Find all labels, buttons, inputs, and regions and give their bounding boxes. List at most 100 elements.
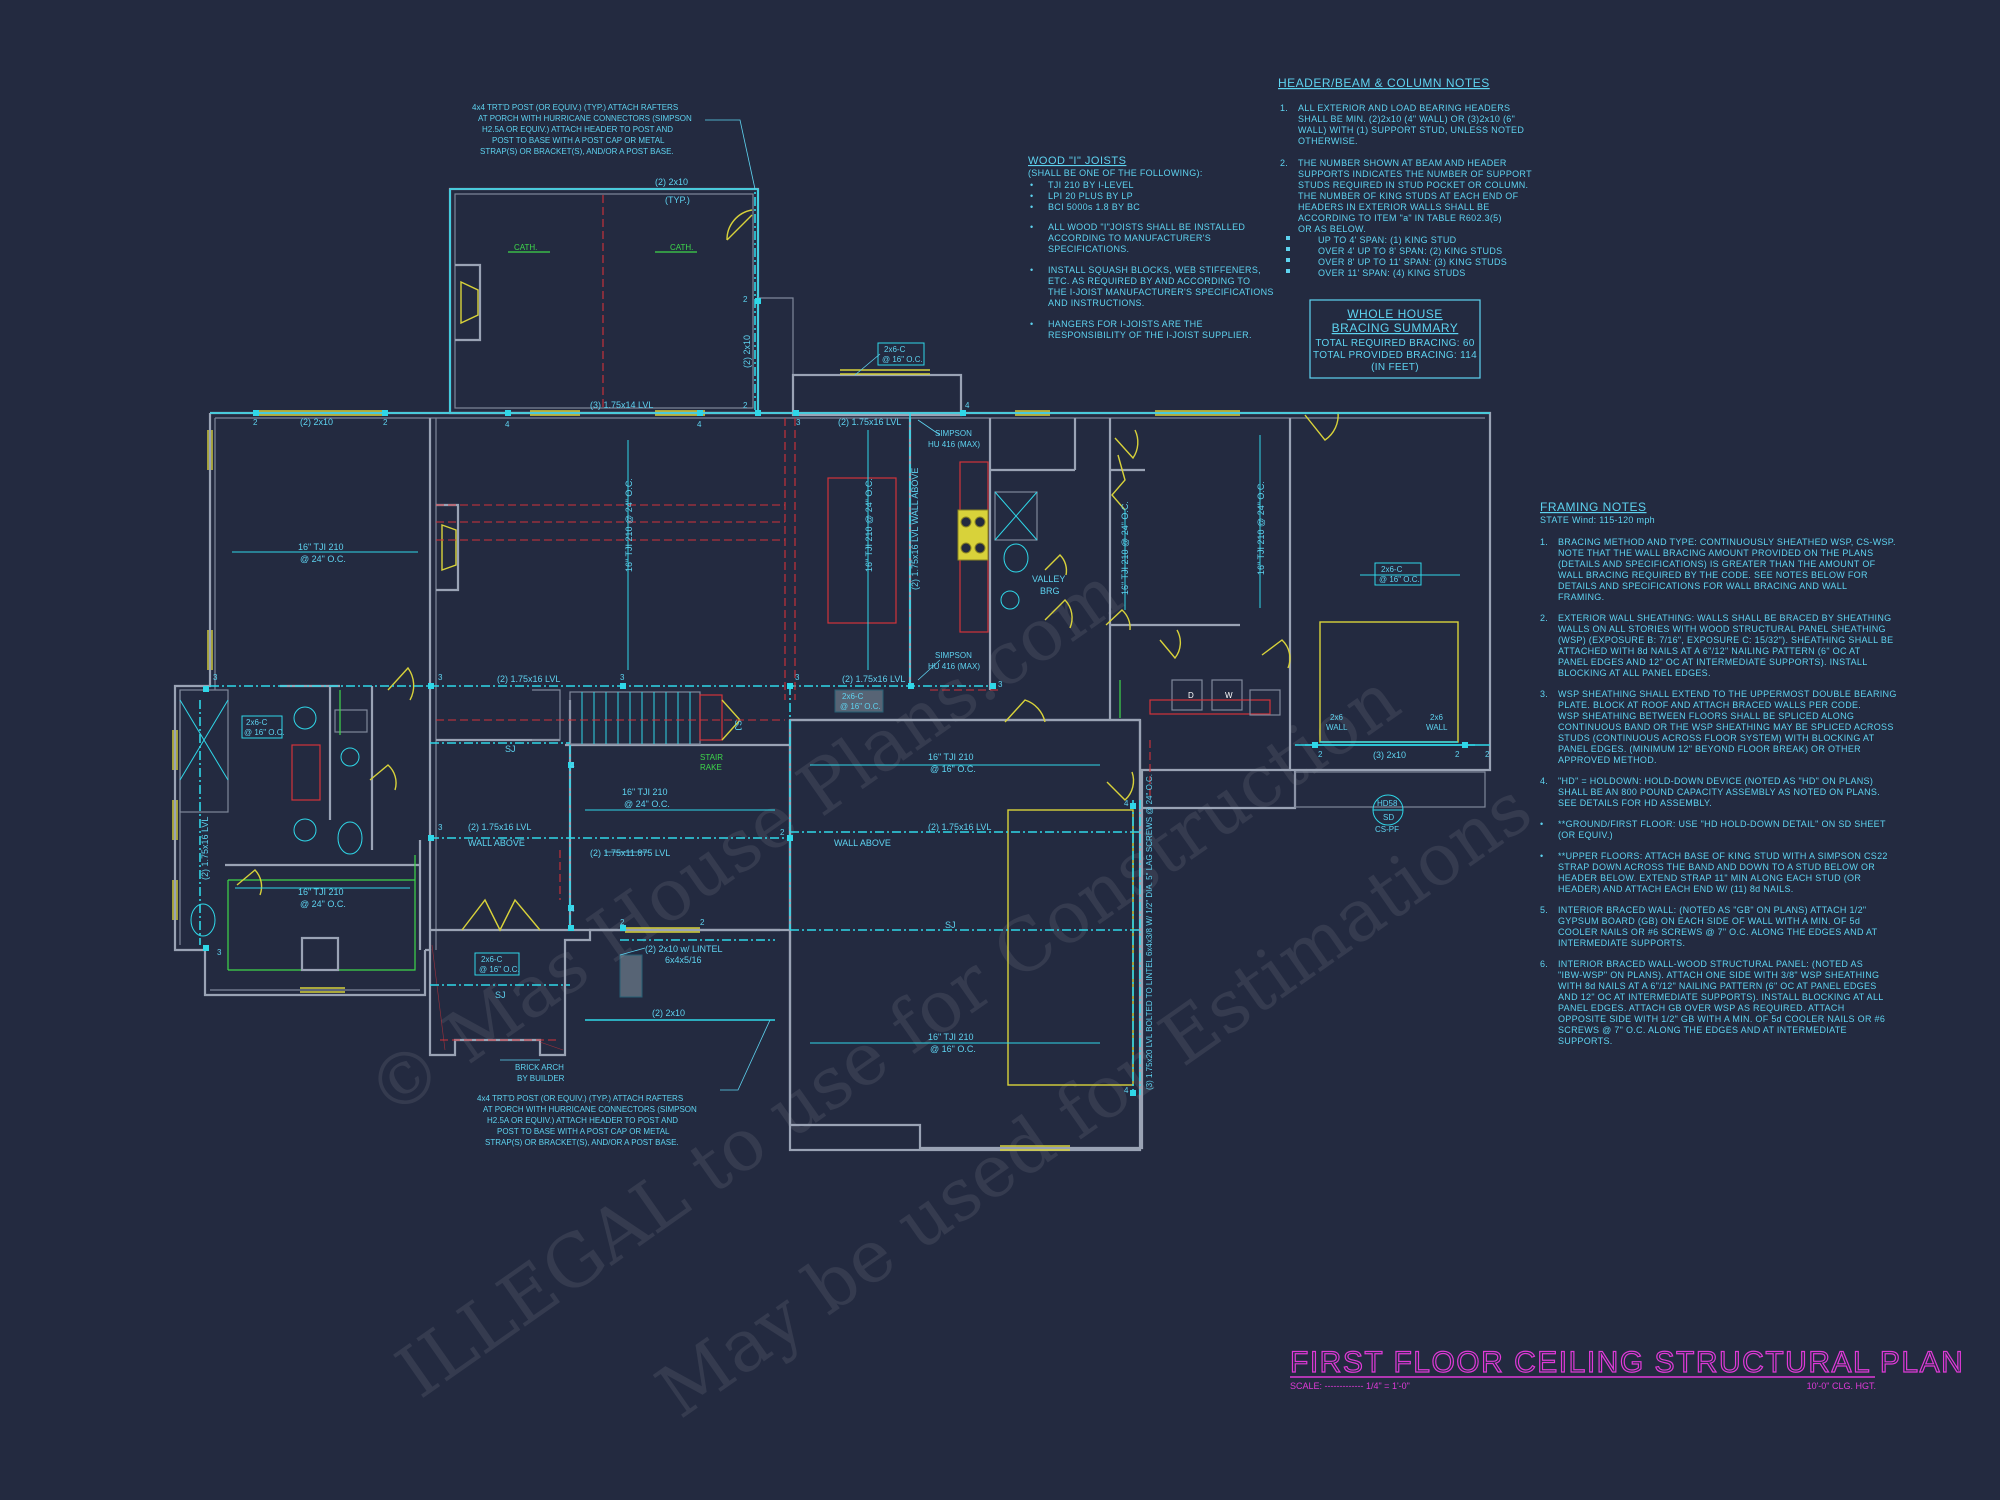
svg-text:AT PORCH WITH HURRICANE CONNEC: AT PORCH WITH HURRICANE CONNECTORS (SIMP… (478, 114, 692, 123)
garage-outline (788, 718, 1142, 1152)
framing-note-line: GYPSUM BOARD (GB) ON EACH SIDE OF WALL W… (1558, 916, 1860, 926)
svg-text:2x6-C: 2x6-C (1381, 565, 1403, 574)
svg-text:4x4 TRT'D POST (OR EQUIV.) (TY: 4x4 TRT'D POST (OR EQUIV.) (TYP.) ATTACH… (472, 103, 678, 112)
framing-note-line: BLOCKING AT ALL PANEL EDGES. (1558, 668, 1711, 678)
framing-note-number: 4. (1540, 776, 1548, 786)
svg-text:2x6-C: 2x6-C (884, 345, 906, 354)
framing-note-line: STUDS (CONTINUOUS ACROSS FLOOR SYSTEM) W… (1558, 733, 1875, 743)
svg-text:1.: 1. (1280, 103, 1288, 113)
svg-text:SPECIFICATIONS.: SPECIFICATIONS. (1048, 244, 1129, 254)
svg-text:2.: 2. (1280, 158, 1288, 168)
svg-text:WALL) WITH (1) SUPPORT STUD, U: WALL) WITH (1) SUPPORT STUD, UNLESS NOTE… (1298, 125, 1524, 135)
svg-text:4: 4 (965, 401, 970, 410)
label-cath-2: CATH. (670, 243, 693, 252)
label-tji-bed-vertical: 16" TJI 210 @ 24" O.C. (1256, 481, 1266, 575)
framing-note-line: SUPPORTS. (1558, 1036, 1613, 1046)
label-wall-2x6-right-1: 2x6 (1430, 713, 1443, 722)
svg-text:ALL EXTERIOR AND LOAD BEARING: ALL EXTERIOR AND LOAD BEARING HEADERS (1298, 103, 1510, 113)
svg-text:OR AS BELOW.: OR AS BELOW. (1298, 224, 1366, 234)
label-tji-center: 16" TJI 210 (622, 787, 668, 797)
label-sj-2: SJ (733, 720, 743, 731)
label-simpson-bot-1: SIMPSON (935, 651, 972, 660)
svg-text:2: 2 (743, 295, 748, 304)
label-stair-rake-2: RAKE (700, 763, 722, 772)
framing-note-line: PANEL EDGES AND 12" OC AT INTERMEDIATE S… (1558, 657, 1868, 667)
label-sj-3: SJ (945, 920, 956, 930)
svg-text:3: 3 (795, 673, 800, 682)
framing-note-line: WALLS ON ALL STORIES WITH WOOD STRUCTURA… (1558, 624, 1886, 634)
svg-text:HANGERS FOR I-JOISTS ARE THE: HANGERS FOR I-JOISTS ARE THE (1048, 319, 1203, 329)
svg-text:2x6-C: 2x6-C (481, 955, 503, 964)
label-wall-2x6-right-2: WALL (1426, 723, 1448, 732)
label-hdr-3-2x10: (3) 2x10 (1373, 750, 1406, 760)
svg-text:BRICK ARCH: BRICK ARCH (515, 1063, 564, 1072)
svg-text:H2.5A OR EQUIV.) ATTACH HEADER: H2.5A OR EQUIV.) ATTACH HEADER TO POST A… (487, 1116, 678, 1125)
framing-note-line: **UPPER FLOORS: ATTACH BASE OF KING STUD… (1558, 851, 1888, 861)
framing-note-number: 1. (1540, 537, 1548, 547)
svg-text:3: 3 (213, 673, 218, 682)
framing-notes-wind: STATE Wind: 115-120 mph (1540, 515, 1655, 525)
main-outline (173, 411, 1492, 1150)
svg-text:2: 2 (1318, 750, 1323, 759)
svg-text:2: 2 (383, 418, 388, 427)
brick-arch-note: BRICK ARCH BY BUILDER (515, 1063, 565, 1083)
label-wall-above-right: WALL ABOVE (834, 838, 891, 848)
joist-notes-heading: WOOD "I" JOISTS (1028, 155, 1126, 167)
svg-text:LPI 20 PLUS BY LP: LPI 20 PLUS BY LP (1048, 191, 1133, 201)
framing-note-line: **GROUND/FIRST FLOOR: USE "HD HOLD-DOWN … (1558, 819, 1886, 829)
label-stair-rake-1: STAIR (700, 753, 723, 762)
label-hdr-2x10: (2) 2x10 (300, 417, 333, 427)
label-lvl-mid-2: (2) 1.75x16 LVL (842, 674, 905, 684)
framing-note-line: SHALL BE AN 800 POUND CAPACITY ASSEMBLY … (1558, 787, 1880, 797)
framing-note-line: AND 12" OC AT INTERMEDIATE SUPPORTS). IN… (1558, 992, 1884, 1002)
framing-note-line: WITH 8d NAILS AT A 6"/12" NAILING PATTER… (1558, 981, 1877, 991)
svg-text:3: 3 (620, 673, 625, 682)
label-hdr-porch-2x10: (2) 2x10 (652, 1008, 685, 1018)
svg-text:4: 4 (570, 761, 575, 770)
svg-text:•: • (1030, 319, 1033, 329)
label-tji-garage-top-oc: @ 16" O.C. (930, 764, 976, 774)
svg-text:TJI 210 BY I-LEVEL: TJI 210 BY I-LEVEL (1048, 180, 1134, 190)
svg-text:3: 3 (217, 948, 222, 957)
svg-text:2: 2 (620, 918, 625, 927)
svg-text:2x6-C: 2x6-C (842, 692, 864, 701)
framing-note-number: 2. (1540, 613, 1548, 623)
framing-note-line: ATTACHED WITH 8d NAILS AT A 6"/12" NAILI… (1558, 646, 1861, 656)
label-garage-lvl-vertical: (3) 1.75x20 LVL BOLTED TO LINTEL 6x4x3/8… (1145, 774, 1154, 1090)
framing-note-line: NOTE THAT THE WALL BRACING AMOUNT PROVID… (1558, 548, 1873, 558)
svg-text:3: 3 (438, 673, 443, 682)
label-lvl-top: (2) 1.75x16 LVL (838, 417, 901, 427)
framing-note-line: PANEL EDGES. (MINIMUM 12" BEYOND FLOOR B… (1558, 744, 1861, 754)
svg-text:UP TO 4' SPAN: (1) KING STUD: UP TO 4' SPAN: (1) KING STUD (1318, 235, 1457, 245)
label-hd-tag-2: SD (1383, 813, 1394, 822)
svg-text:INSTALL SQUASH BLOCKS, WEB STI: INSTALL SQUASH BLOCKS, WEB STIFFENERS, (1048, 265, 1261, 275)
svg-text:4: 4 (570, 905, 575, 914)
label-valley: VALLEY (1032, 574, 1065, 584)
framing-notes-heading: FRAMING NOTES (1540, 500, 1647, 514)
svg-text:BRACING SUMMARY: BRACING SUMMARY (1332, 321, 1459, 335)
svg-text:2: 2 (743, 401, 748, 410)
svg-text:2: 2 (1455, 750, 1460, 759)
label-wall-2x6-left-1: 2x6 (1330, 713, 1343, 722)
label-lvl-wall-above-right: (2) 1.75x16 LVL (928, 822, 991, 832)
svg-text:H2.5A OR EQUIV.) ATTACH HEADER: H2.5A OR EQUIV.) ATTACH HEADER TO POST A… (482, 125, 673, 134)
label-lvl-wall-above-vertical: (2) 1.75x16 LVL WALL ABOVE (910, 468, 920, 590)
title-block: FIRST FLOOR CEILING STRUCTURAL PLAN SCAL… (1289, 1345, 1963, 1391)
svg-text:AT PORCH WITH HURRICANE CONNEC: AT PORCH WITH HURRICANE CONNECTORS (SIMP… (483, 1105, 697, 1114)
svg-text:THE NUMBER OF KING STUDS AT EA: THE NUMBER OF KING STUDS AT EACH END OF (1298, 191, 1519, 201)
svg-text:OVER 8' UP TO 11' SPAN: (3) KI: OVER 8' UP TO 11' SPAN: (3) KING STUDS (1318, 257, 1507, 267)
svg-text:(SHALL BE ONE OF THE FOLLOWING: (SHALL BE ONE OF THE FOLLOWING): (1028, 168, 1203, 178)
framing-note-line: BRACING METHOD AND TYPE: CONTINUOUSLY SH… (1558, 537, 1896, 547)
framing-note-line: (WSP) (EXPOSURE B: 7/16", EXPOSURE C: 15… (1558, 635, 1893, 645)
bearing-numbers: 2 2 4 4 2 2 3 4 3 3 3 3 3 2 4 4 2 2 2 3 … (213, 295, 1490, 1095)
beams-layer (199, 189, 1490, 1096)
svg-text:STUDS REQUIRED IN STUD POCKET: STUDS REQUIRED IN STUD POCKET OR COLUMN. (1298, 180, 1528, 190)
label-tji-left-oc: @ 24" O.C. (300, 554, 346, 564)
label-tji-bath: 16" TJI 210 (298, 887, 344, 897)
svg-text:BCI 5000s 1.8 BY BC: BCI 5000s 1.8 BY BC (1048, 202, 1140, 212)
framing-note-line: "HD" = HOLDOWN: HOLD-DOWN DEVICE (NOTED … (1558, 776, 1873, 786)
header-notes-heading: HEADER/BEAM & COLUMN NOTES (1278, 76, 1490, 90)
svg-text:•: • (1030, 265, 1033, 275)
